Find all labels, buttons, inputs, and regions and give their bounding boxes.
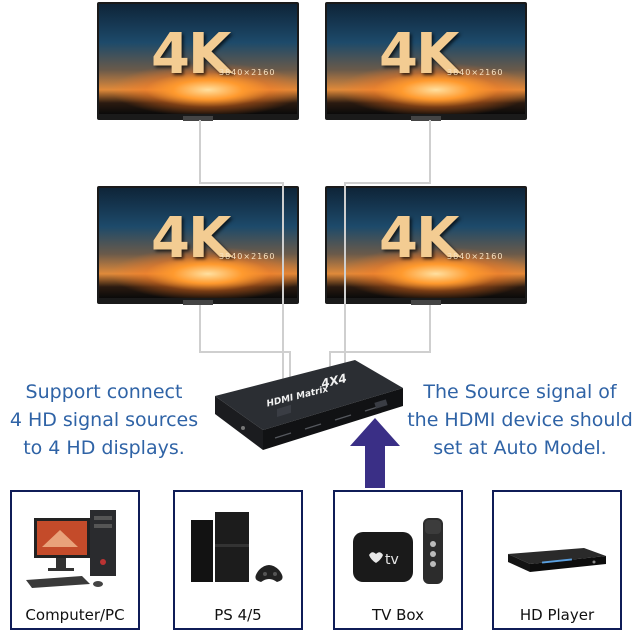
tv-4k-label: 4K <box>151 206 231 271</box>
tv-resolution-label: 3840×2160 <box>447 68 504 77</box>
tv-4k-label: 4K <box>151 22 231 87</box>
source-box-computer: Computer/PC <box>10 490 140 630</box>
tv-4k-label: 4K <box>379 22 459 87</box>
tv-resolution-label: 3840×2160 <box>219 68 276 77</box>
svg-text:tv: tv <box>385 552 399 568</box>
right-description-line-3: set at Auto Model. <box>433 437 607 459</box>
left-description-line-1: Support connect <box>25 381 183 403</box>
left-description-line-3: to 4 HD displays. <box>23 437 185 459</box>
tv-resolution-label: 3840×2160 <box>219 252 276 261</box>
hdmi-matrix-switch <box>215 360 403 450</box>
left-description-line-2: 4 HD signal sources <box>9 409 199 431</box>
left-description: Support connect 4 HD signal sources to 4… <box>4 378 204 462</box>
source-box-tv-box: tv TV Box <box>333 490 463 630</box>
tv-resolution-label: 3840×2160 <box>447 252 504 261</box>
source-box-playstation: PS 4/5 <box>173 490 303 630</box>
playstation-icon <box>191 512 283 582</box>
source-label-hd-player: HD Player <box>519 606 595 624</box>
right-description-line-1: The Source signal of <box>423 381 617 403</box>
right-description-line-2: the HDMI device should <box>407 409 633 431</box>
computer-icon <box>26 510 116 588</box>
source-box-hd-player: HD Player <box>492 490 622 630</box>
source-label-computer: Computer/PC <box>25 606 125 624</box>
hd-player-icon <box>508 548 606 572</box>
source-label-playstation: PS 4/5 <box>214 606 262 624</box>
up-arrow-icon <box>350 418 400 488</box>
tv-4k-label: 4K <box>379 206 459 271</box>
right-description: The Source signal of the HDMI device sho… <box>402 378 638 462</box>
tv-box-icon: tv <box>353 518 443 584</box>
source-label-tv-box: TV Box <box>371 606 425 624</box>
